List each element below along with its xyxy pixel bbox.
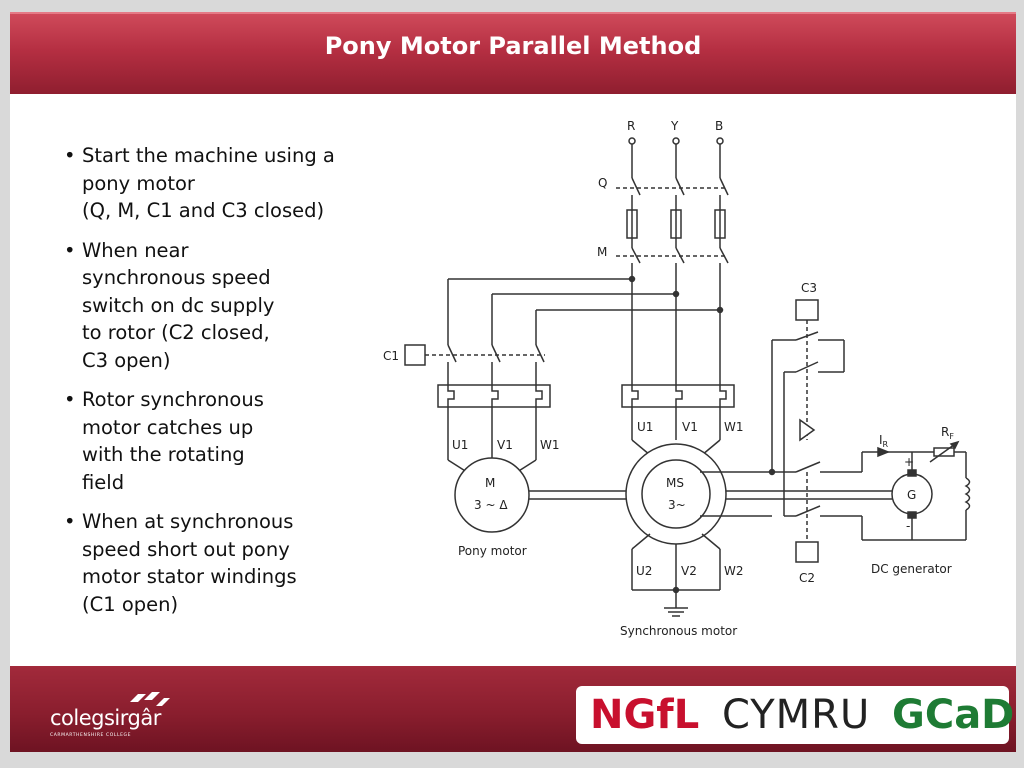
college-subtitle: CARMARTHENSHIRE COLLEGE — [50, 733, 132, 738]
sync-motor-ms: MS — [666, 476, 684, 490]
phase-label-r: R — [627, 119, 635, 133]
pony-terminal-v1: V1 — [497, 438, 513, 452]
college-logo: colegsirgâr CARMARTHENSHIRE COLLEGE — [50, 688, 180, 738]
fuses — [626, 209, 726, 248]
sync-terminal-u1: U1 — [637, 420, 653, 434]
bullet-item: Start the machine using a pony motor (Q,… — [62, 142, 362, 225]
pony-feed-wires — [447, 275, 724, 345]
slide-footer: colegsirgâr CARMARTHENSHIRE COLLEGE NGfL… — [10, 666, 1016, 752]
diode-symbol — [799, 418, 816, 442]
switch-q — [616, 177, 729, 210]
field-rheostat — [912, 440, 971, 541]
contactor-c1-label: C1 — [383, 349, 399, 363]
field-current-arrow — [877, 446, 891, 458]
sync-terminal-v1: V1 — [682, 420, 698, 434]
logo-gcad: GCaD — [892, 692, 1015, 738]
sync-terminal-w2: W2 — [724, 564, 744, 578]
slide-header: Pony Motor Parallel Method — [10, 12, 1016, 94]
bullet-item: Rotor synchronous motor catches up with … — [62, 386, 362, 496]
slide-title: Pony Motor Parallel Method — [324, 32, 702, 60]
pony-motor-symbol — [454, 457, 530, 533]
phase-label-y: Y — [670, 119, 679, 133]
switch-q-label: Q — [598, 176, 607, 190]
sync-terminal-w1: W1 — [724, 420, 744, 434]
contactor-c3 — [783, 331, 845, 516]
contactor-c1-coil — [404, 344, 426, 366]
college-name: colegsirgâr — [50, 706, 161, 730]
switch-m — [616, 247, 729, 385]
bullet-item: When near synchronous speed switch on dc… — [62, 237, 362, 375]
switch-m-label: M — [597, 245, 607, 259]
sync-terminal-v2: V2 — [681, 564, 697, 578]
sync-motor-stator — [625, 443, 727, 545]
logo-cymru: CYMRU — [722, 692, 871, 738]
generator-label: DC generator — [871, 562, 952, 576]
bullet-item: When at synchronous speed short out pony… — [62, 508, 362, 618]
phase-label-b: B — [715, 119, 723, 133]
generator-plus: + — [904, 455, 914, 469]
sync-terminal-u2: U2 — [636, 564, 652, 578]
field-current-label: IR — [879, 433, 889, 449]
logo-ngfl: NGfL — [590, 692, 700, 738]
contactor-c2 — [772, 451, 912, 542]
sync-motor-label: Synchronous motor — [620, 624, 737, 638]
supply-terminals — [628, 137, 724, 178]
field-resistor-label: RF — [941, 425, 954, 441]
generator-minus: - — [906, 519, 910, 533]
slide-content: Start the machine using a pony motor (Q,… — [10, 94, 1016, 666]
ngfl-cymru-gcad-logo: NGfL CYMRU GCaD — [576, 686, 1014, 744]
contactor-c3-label: C3 — [801, 281, 817, 295]
sync-motor-rating: 3~ — [668, 498, 686, 512]
shaft-right — [726, 490, 893, 500]
contactor-c2-label: C2 — [799, 571, 815, 585]
generator-g: G — [907, 488, 916, 502]
contactor-c3-coil — [795, 299, 819, 321]
pony-motor-m: M — [485, 476, 495, 490]
dc-generator — [891, 452, 933, 540]
college-flag-icon — [130, 692, 170, 706]
rotor-wires — [700, 339, 796, 517]
contactor-c2-coil — [795, 541, 819, 563]
pony-terminal-u1: U1 — [452, 438, 468, 452]
pony-motor-rating: 3 ~ Δ — [474, 498, 508, 512]
shaft-left — [529, 490, 626, 500]
sync-motor-rotor — [641, 459, 711, 529]
sync-overload — [621, 384, 735, 408]
sync-motor-bottom-leads — [631, 533, 721, 617]
contactor-c1 — [425, 344, 545, 385]
bullet-list: Start the machine using a pony motor (Q,… — [62, 142, 362, 630]
pony-overload — [437, 384, 551, 408]
pony-motor-label: Pony motor — [458, 544, 527, 558]
pony-terminal-w1: W1 — [540, 438, 560, 452]
